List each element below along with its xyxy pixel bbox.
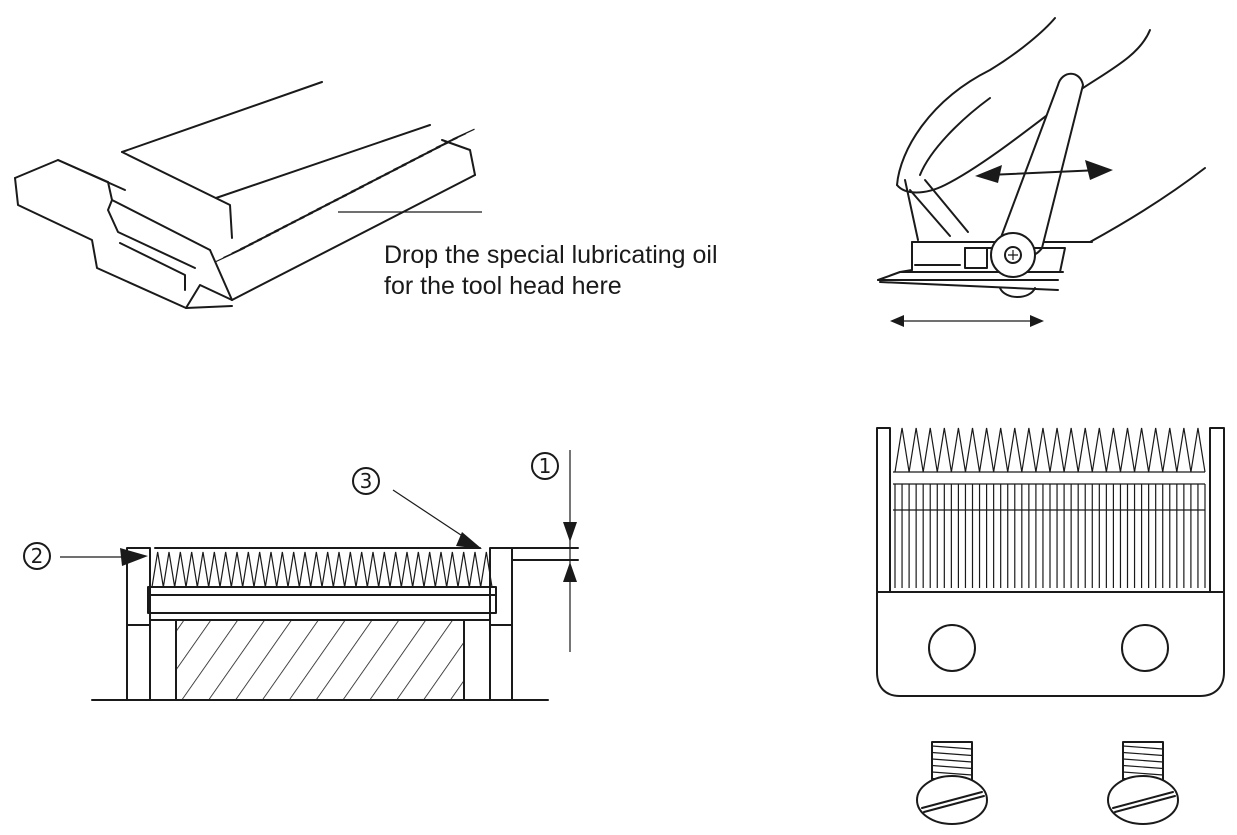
tooth-profile (151, 551, 493, 588)
dimension-arrow-down-icon (563, 522, 577, 542)
arrow-left-icon (975, 165, 1002, 183)
thread-line (1122, 771, 1164, 776)
blade-alignment-figure: 1 2 3 (23, 450, 579, 701)
arrow-right-icon (1085, 160, 1113, 180)
callout-3-arrow-icon (456, 532, 482, 549)
thread-line (1122, 758, 1164, 763)
thread-line (931, 745, 973, 750)
dimension-arrow-up-icon (563, 562, 577, 582)
thread-line (1122, 764, 1164, 770)
blade-left-arrow-icon (890, 315, 904, 327)
hatched-block (175, 619, 465, 701)
thread-line (931, 751, 973, 757)
mounting-hole-left (928, 624, 976, 672)
callout-1: 1 (531, 452, 559, 480)
thread-line (931, 771, 973, 776)
blade-front-figure (876, 427, 1225, 825)
upper-tooth-profile (894, 427, 1206, 473)
thread-line (931, 758, 973, 763)
thread-line (931, 764, 973, 770)
callout-1-label: 1 (539, 454, 552, 478)
thread-line (1122, 751, 1164, 757)
callout-3-label: 3 (360, 469, 373, 493)
callout-2: 2 (23, 542, 51, 570)
blade-right-arrow-icon (1030, 315, 1044, 327)
callout-3: 3 (352, 467, 380, 495)
callout-2-label: 2 (31, 544, 44, 568)
mounting-hole-right (1121, 624, 1169, 672)
blade-teeth (214, 128, 475, 263)
callout-2-arrow-icon (120, 548, 148, 566)
screw-right-icon (1107, 741, 1179, 825)
oil-note-line1: Drop the special lubricating oil (384, 241, 718, 269)
oil-note-line2: for the tool head here (384, 272, 622, 300)
front-view-teeth (894, 427, 1206, 588)
screw-left-icon (916, 741, 988, 825)
lever-motion-line (987, 169, 1101, 176)
tooth (444, 128, 475, 144)
thread-line (1122, 745, 1164, 750)
blade-perspective-figure (14, 81, 482, 309)
side-view-teeth (151, 551, 493, 588)
lever-adjustment-figure (877, 17, 1206, 327)
